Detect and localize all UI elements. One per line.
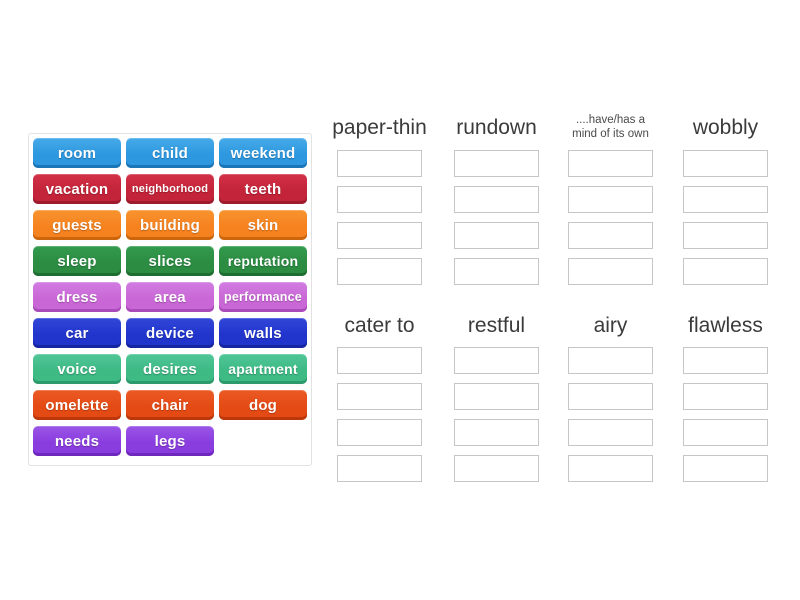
word-tile[interactable]: skin bbox=[219, 210, 307, 240]
drop-slot[interactable] bbox=[683, 186, 768, 213]
group-airy: airy bbox=[568, 305, 653, 491]
word-tile[interactable]: weekend bbox=[219, 138, 307, 168]
drop-slot[interactable] bbox=[337, 347, 422, 374]
word-tile[interactable]: voice bbox=[33, 354, 121, 384]
tile-panel: room child weekend vacation neighborhood… bbox=[28, 133, 312, 466]
drop-slot[interactable] bbox=[568, 258, 653, 285]
drop-slot[interactable] bbox=[568, 419, 653, 446]
word-tile[interactable]: dog bbox=[219, 390, 307, 420]
drop-slot[interactable] bbox=[337, 186, 422, 213]
group-title: rundown bbox=[456, 115, 537, 139]
drop-slot[interactable] bbox=[568, 150, 653, 177]
word-tile[interactable]: car bbox=[33, 318, 121, 348]
word-tile[interactable]: teeth bbox=[219, 174, 307, 204]
word-tile[interactable]: chair bbox=[126, 390, 214, 420]
word-tile[interactable]: sleep bbox=[33, 246, 121, 276]
drop-slot[interactable] bbox=[683, 347, 768, 374]
drop-slot[interactable] bbox=[337, 383, 422, 410]
word-tile[interactable]: apartment bbox=[219, 354, 307, 384]
drop-slot[interactable] bbox=[683, 383, 768, 410]
word-tile[interactable]: needs bbox=[33, 426, 121, 456]
group-paper-thin: paper-thin bbox=[332, 105, 427, 294]
word-tile[interactable]: desires bbox=[126, 354, 214, 384]
word-tile[interactable]: device bbox=[126, 318, 214, 348]
drop-slot[interactable] bbox=[568, 347, 653, 374]
drop-slot[interactable] bbox=[337, 455, 422, 482]
drop-slot[interactable] bbox=[454, 258, 539, 285]
drop-slot[interactable] bbox=[683, 222, 768, 249]
drop-slot[interactable] bbox=[337, 222, 422, 249]
word-tile[interactable]: walls bbox=[219, 318, 307, 348]
word-tile[interactable]: reputation bbox=[219, 246, 307, 276]
group-restful: restful bbox=[454, 305, 539, 491]
drop-slot[interactable] bbox=[683, 258, 768, 285]
drop-slot[interactable] bbox=[454, 383, 539, 410]
drop-slot[interactable] bbox=[454, 455, 539, 482]
group-flawless: flawless bbox=[683, 305, 768, 491]
group-title: airy bbox=[593, 314, 628, 337]
drop-slot[interactable] bbox=[683, 150, 768, 177]
drop-slot[interactable] bbox=[683, 419, 768, 446]
group-rundown: rundown bbox=[454, 105, 539, 294]
word-tile[interactable]: legs bbox=[126, 426, 214, 456]
drop-slot[interactable] bbox=[454, 150, 539, 177]
group-title: wobbly bbox=[692, 115, 759, 139]
group-title: restful bbox=[467, 314, 526, 337]
drop-slot[interactable] bbox=[454, 222, 539, 249]
drop-slot[interactable] bbox=[337, 150, 422, 177]
group-cater-to: cater to bbox=[337, 305, 422, 491]
word-tile[interactable]: dress bbox=[33, 282, 121, 312]
drop-slot[interactable] bbox=[337, 258, 422, 285]
drop-slot[interactable] bbox=[683, 455, 768, 482]
group-title: cater to bbox=[344, 314, 415, 337]
group-have-has-a-mind-of-its-own: ....have/has a mind of its own bbox=[568, 105, 653, 294]
drop-slot[interactable] bbox=[568, 383, 653, 410]
word-tile[interactable]: child bbox=[126, 138, 214, 168]
drop-slot[interactable] bbox=[454, 186, 539, 213]
drop-slot[interactable] bbox=[337, 419, 422, 446]
drop-slot[interactable] bbox=[454, 347, 539, 374]
word-tile[interactable]: neighborhood bbox=[126, 174, 214, 204]
drop-slot[interactable] bbox=[454, 419, 539, 446]
word-tile[interactable]: omelette bbox=[33, 390, 121, 420]
word-tile[interactable]: slices bbox=[126, 246, 214, 276]
group-title: paper-thin bbox=[332, 115, 427, 139]
word-tile[interactable]: performance bbox=[219, 282, 307, 312]
group-title: flawless bbox=[688, 314, 763, 337]
word-tile[interactable]: room bbox=[33, 138, 121, 168]
word-tile[interactable]: vacation bbox=[33, 174, 121, 204]
drop-slot[interactable] bbox=[568, 455, 653, 482]
word-tile[interactable]: building bbox=[126, 210, 214, 240]
drop-slot[interactable] bbox=[568, 222, 653, 249]
group-title: ....have/has a mind of its own bbox=[572, 113, 649, 140]
drop-slot[interactable] bbox=[568, 186, 653, 213]
word-tile[interactable]: area bbox=[126, 282, 214, 312]
group-wobbly: wobbly bbox=[683, 105, 768, 294]
word-tile[interactable]: guests bbox=[33, 210, 121, 240]
